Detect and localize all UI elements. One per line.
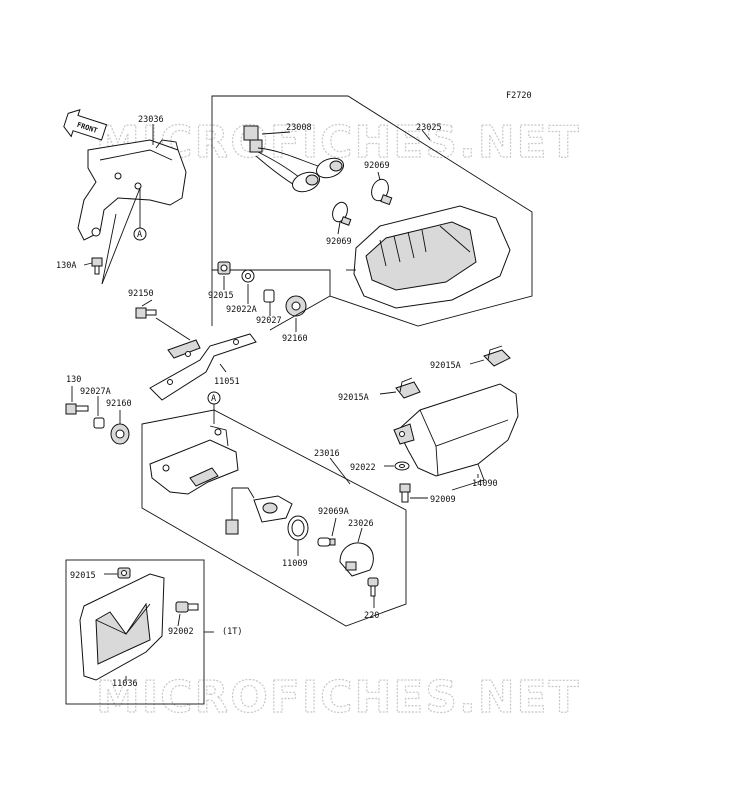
grommet-92160-top [285, 295, 307, 317]
label-23026: 23026 [348, 519, 374, 529]
ref-marker-a-bottom [207, 391, 221, 405]
label-qty-1t: (1T) [222, 627, 242, 637]
tail-lamp-lens [346, 205, 511, 309]
ref-marker-a-bottom-text: A [211, 394, 216, 404]
bracket-23036 [77, 139, 187, 241]
label-92015-bottom: 92015 [70, 571, 96, 581]
box-23016-outline [141, 409, 407, 627]
bracket-plate-23016 [149, 425, 239, 495]
front-arrow-icon: FRONT [63, 109, 108, 141]
label-11009: 11009 [282, 559, 308, 569]
gasket-11009 [287, 515, 309, 541]
label-92015a-right: 92015A [430, 361, 461, 371]
label-92022a: 92022A [226, 305, 257, 315]
label-23016: 23016 [314, 449, 340, 459]
label-92002: 92002 [168, 627, 194, 637]
nut-92015-bottom [117, 567, 131, 579]
grommet-92160-left [110, 423, 130, 445]
nut-92015-top [217, 261, 231, 275]
label-23008: 23008 [286, 123, 312, 133]
label-23036: 23036 [138, 115, 164, 125]
label-92069a: 92069A [318, 507, 349, 517]
bracket-11051 [149, 333, 257, 401]
label-220: 220 [364, 611, 379, 621]
lens-23026 [339, 542, 374, 577]
washer-92022 [394, 461, 410, 471]
bulb-92069a [317, 537, 336, 547]
label-11051: 11051 [214, 377, 240, 387]
bolt-130a [91, 257, 103, 275]
watermark-bottom: MICROFICHES.NET [96, 672, 581, 723]
ref-marker-a-top [133, 227, 147, 241]
clip-nut-92015a-right [483, 345, 511, 367]
bolt-92009 [399, 483, 411, 503]
license-bracket-11036 [79, 573, 165, 681]
collar-92027a [93, 417, 105, 429]
label-92160-left: 92160 [106, 399, 132, 409]
label-14090: 14090 [472, 479, 498, 489]
label-11036: 11036 [112, 679, 138, 689]
label-130a: 130A [56, 261, 76, 271]
bulb-92069-top [371, 178, 393, 206]
label-92069-bottom: 92069 [326, 237, 352, 247]
box-23025-outline [211, 95, 533, 327]
bolt-130 [65, 403, 89, 415]
clip-nut-92015a-left [395, 377, 421, 399]
license-lamp-housing [225, 487, 293, 535]
label-130: 130 [66, 375, 81, 385]
fender-14090 [393, 383, 519, 491]
label-92027: 92027 [256, 316, 282, 326]
ref-marker-a-top-text: A [137, 230, 142, 240]
label-92015-top: 92015 [208, 291, 234, 301]
label-92009: 92009 [430, 495, 456, 505]
bolt-92150 [135, 307, 157, 319]
collar-92027 [263, 289, 275, 303]
harness-23008 [243, 125, 345, 193]
label-92015a-left: 92015A [338, 393, 369, 403]
label-92027a: 92027A [80, 387, 111, 397]
label-23025: 23025 [416, 123, 442, 133]
screw-220 [367, 577, 379, 597]
label-92150: 92150 [128, 289, 154, 299]
figure-code: F2720 [506, 91, 532, 101]
washer-92022a [241, 269, 255, 283]
label-92069-top: 92069 [364, 161, 390, 171]
bulb-92069-bottom [332, 201, 352, 226]
label-92022: 92022 [350, 463, 376, 473]
label-92160-top: 92160 [282, 334, 308, 344]
bolt-92002 [175, 601, 199, 613]
